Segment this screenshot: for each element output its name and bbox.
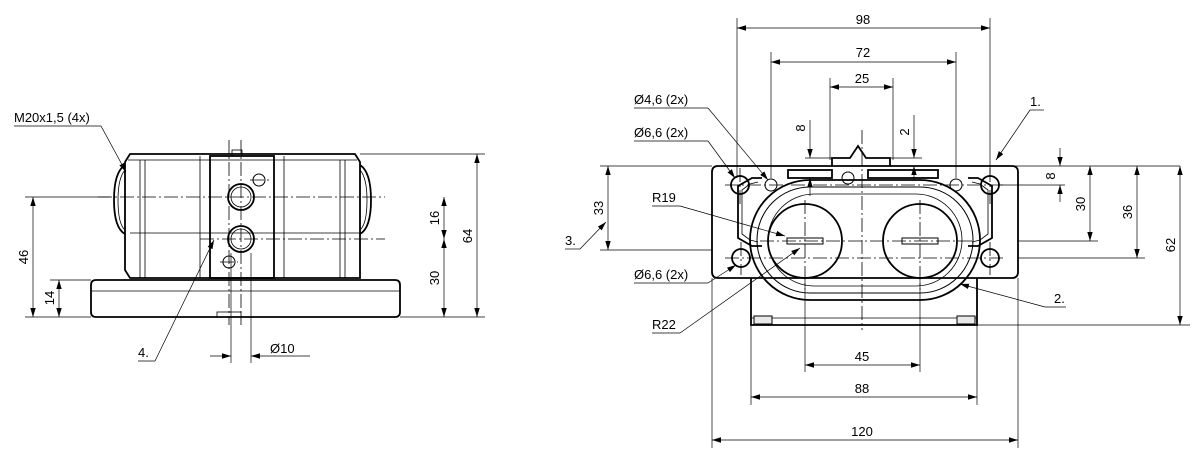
dim-64: 64	[460, 229, 475, 243]
latch-left	[737, 177, 762, 247]
dim-62: 62	[1163, 238, 1178, 252]
top-tab	[831, 144, 891, 166]
dim-dia10: Ø10	[270, 341, 295, 356]
dim-46: 46	[16, 250, 31, 264]
label-dia66-top: Ø6,6 (2x)	[634, 125, 688, 140]
central-block	[209, 155, 275, 279]
dim-33: 33	[591, 201, 606, 215]
left-side-view: 46 14 16 30 64 Ø10 M20x1,5 (4x) 4.	[14, 110, 485, 363]
dim-36: 36	[1120, 205, 1135, 219]
dim-8-top: 8	[793, 124, 808, 131]
dim-8-right: 8	[1043, 172, 1058, 179]
top-strip-right	[867, 169, 939, 179]
thread-boss-right	[359, 164, 372, 235]
dim-14: 14	[42, 291, 57, 305]
thread-boss-left	[113, 164, 126, 235]
label-dia46: Ø4,6 (2x)	[634, 92, 688, 107]
small-hole-c	[841, 171, 855, 185]
housing-body	[124, 153, 361, 279]
label-dia66-bottom: Ø6,6 (2x)	[634, 267, 688, 282]
callout-4: 4.	[138, 345, 149, 360]
callout-1: 1.	[1030, 94, 1041, 109]
housing-oval-mid	[756, 186, 974, 294]
callout-3: 3.	[565, 233, 576, 248]
housing-oval-inner	[767, 193, 963, 287]
callout-2: 2.	[1054, 291, 1065, 306]
dim-45: 45	[855, 349, 869, 364]
label-r19: R19	[652, 190, 676, 205]
dim-72: 72	[856, 45, 870, 60]
dim-2: 2	[897, 128, 912, 135]
housing-oval-outer	[749, 179, 981, 301]
dim-120: 120	[851, 424, 873, 439]
dim-25: 25	[855, 71, 869, 86]
right-top-view: 98 72 25 8 2 8 30 36 62	[565, 12, 1190, 448]
thread-label: M20x1,5 (4x)	[14, 110, 90, 125]
dim-30-left: 30	[427, 271, 442, 285]
flange-outline	[711, 165, 1019, 279]
dim-98: 98	[856, 12, 870, 27]
base-plate	[90, 279, 401, 318]
top-strip-left	[787, 169, 833, 179]
latch-right	[968, 177, 993, 247]
label-r22: R22	[652, 317, 676, 332]
lower-body	[750, 278, 978, 326]
dim-16: 16	[427, 211, 442, 225]
dim-88: 88	[855, 381, 869, 396]
dim-30-right: 30	[1073, 197, 1088, 211]
